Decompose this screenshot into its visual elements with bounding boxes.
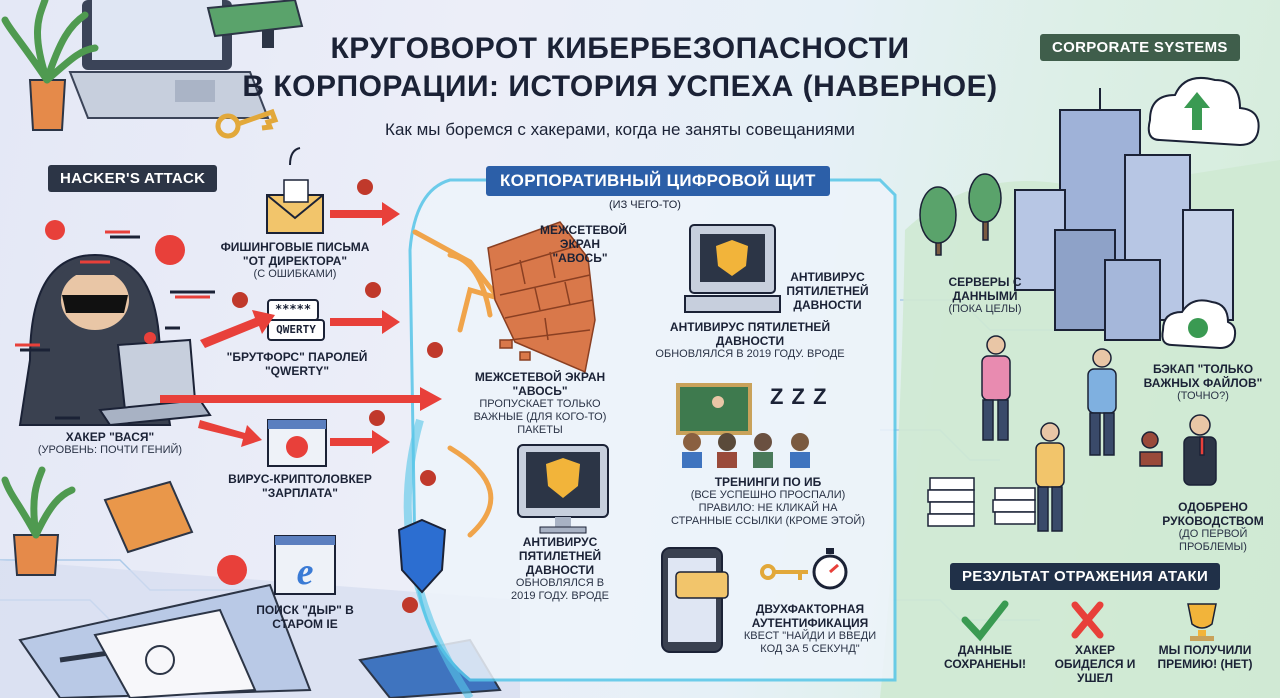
result-bonus: МЫ ПОЛУЧИЛИ ПРЕМИЮ! (НЕТ) bbox=[1157, 643, 1253, 671]
antivirus-small-label: АНТИВИРУС ПЯТИЛЕТНЕЙ ДАВНОСТИ bbox=[786, 270, 869, 312]
firewall-label: МЕЖСЕТЕВОЙ ЭКРАН "АВОСЬ" ПРОПУСКАЕТ ТОЛЬ… bbox=[455, 370, 625, 437]
hacker-section-tag: HACKER'S ATTACK bbox=[48, 165, 218, 192]
shield-note: (ИЗ ЧЕГО-ТО) bbox=[609, 199, 681, 211]
backup-title: БЭКАП "ТОЛЬКО ВАЖНЫХ ФАЙЛОВ" bbox=[1143, 362, 1263, 390]
antivirus-monitor-icon bbox=[517, 444, 609, 534]
corporate-section-tag: CORPORATE SYSTEMS bbox=[1040, 34, 1240, 61]
hacker-name: ХАКЕР "ВАСЯ" bbox=[65, 430, 155, 444]
virus-icon bbox=[45, 220, 185, 344]
twofa-title: ДВУХФАКТОРНАЯ АУТЕНТИФИКАЦИЯ bbox=[751, 602, 869, 630]
password-mask: ***** bbox=[274, 302, 312, 316]
result-section-tag: РЕЗУЛЬТАТ ОТРАЖЕНИЯ АТАКИ bbox=[950, 563, 1221, 590]
page-subtitle: Как мы боремся с хакерами, когда не заня… bbox=[385, 120, 855, 139]
page-title: КРУГОВОРОТ КИБЕРБЕЗОПАСНОСТИ В КОРПОРАЦИ… bbox=[240, 30, 1000, 106]
result-hacker-left: ХАКЕР ОБИДЕЛСЯ И УШЕЛ bbox=[1054, 643, 1136, 685]
attack-arrows bbox=[160, 202, 442, 454]
attack-virus-label: ВИРУС-КРИПТОЛОВКЕР "ЗАРПЛАТА" bbox=[228, 472, 372, 500]
approved-title: ОДОБРЕНО РУКОВОДСТВОМ bbox=[1162, 500, 1264, 528]
result-icons bbox=[961, 600, 1217, 642]
attack-phishing-label: ФИШИНГОВЫЕ ПИСЬМА "ОТ ДИРЕКТОРА" (С ОШИБ… bbox=[220, 240, 370, 281]
hacker-label: ХАКЕР "ВАСЯ" (УРОВЕНЬ: ПОЧТИ ГЕНИЙ) bbox=[30, 430, 190, 457]
approved-note: (ДО ПЕРВОЙ ПРОБЛЕМЫ) bbox=[1178, 528, 1248, 553]
firewall-title: МЕЖСЕТЕВОЙ ЭКРАН "АВОСЬ" bbox=[474, 370, 606, 398]
twofa-note: КВЕСТ "НАЙДИ И ВВЕДИ КОД ЗА 5 СЕКУНД" bbox=[743, 630, 877, 655]
antivirus-low-note: ОБНОВЛЯЛСЯ В 2019 ГОДУ. ВРОДЕ bbox=[511, 577, 609, 602]
backup-label: БЭКАП "ТОЛЬКО ВАЖНЫХ ФАЙЛОВ" (ТОЧНО?) bbox=[1138, 362, 1268, 403]
training-note: (ВСЕ УСПЕШНО ПРОСПАЛИ) ПРАВИЛО: НЕ КЛИКА… bbox=[670, 489, 865, 527]
virus-window-icon bbox=[267, 419, 327, 467]
sleep-z-icon: Z Z Z bbox=[770, 384, 828, 409]
phishing-note: (С ОШИБКАМИ) bbox=[253, 268, 337, 280]
servers-title: СЕРВЕРЫ С ДАННЫМИ bbox=[948, 275, 1022, 303]
antivirus-mid-title: АНТИВИРУС ПЯТИЛЕТНЕЙ ДАВНОСТИ bbox=[669, 320, 831, 348]
attack-ie-label: ПОИСК "ДЫР" В СТАРОМ IE bbox=[256, 603, 354, 631]
laptop-illustration bbox=[68, 0, 270, 119]
tree-icon bbox=[919, 173, 1002, 256]
office-buildings bbox=[1014, 88, 1234, 341]
servers-note: (ПОКА ЦЕЛЫ) bbox=[948, 303, 1022, 315]
antivirus-mid-note: ОБНОВЛЯЛСЯ В 2019 ГОДУ. ВРОДЕ bbox=[655, 348, 845, 360]
password-value: QWERTY bbox=[276, 323, 316, 336]
antivirus-mid-label: АНТИВИРУС ПЯТИЛЕТНЕЙ ДАВНОСТИ ОБНОВЛЯЛСЯ… bbox=[655, 320, 845, 361]
plant-icon bbox=[1, 0, 99, 131]
title-line-2: В КОРПОРАЦИИ: ИСТОРИЯ УСПЕХА (НАВЕРНОЕ) bbox=[242, 70, 998, 103]
twofa-label: ДВУХФАКТОРНАЯ АУТЕНТИФИКАЦИЯ КВЕСТ "НАЙД… bbox=[740, 602, 880, 656]
password-icon bbox=[267, 299, 325, 341]
servers-label: СЕРВЕРЫ С ДАННЫМИ (ПОКА ЦЕЛЫ) bbox=[935, 275, 1035, 316]
approved-label: ОДОБРЕНО РУКОВОДСТВОМ (ДО ПЕРВОЙ ПРОБЛЕМ… bbox=[1148, 500, 1278, 554]
shield-icon bbox=[397, 518, 447, 594]
backup-cloud-icon bbox=[1161, 299, 1237, 350]
phone-icon bbox=[661, 547, 729, 653]
antivirus-computer-icon bbox=[684, 224, 781, 313]
firewall-note: ПРОПУСКАЕТ ТОЛЬКО ВАЖНЫЕ (ДЛЯ КОГО-ТО) П… bbox=[473, 398, 607, 436]
hacker-level: (УРОВЕНЬ: ПОЧТИ ГЕНИЙ) bbox=[37, 444, 183, 456]
svg-text:e: e bbox=[297, 551, 314, 593]
antivirus-low-title: АНТИВИРУС ПЯТИЛЕТНЕЙ ДАВНОСТИ bbox=[518, 535, 602, 577]
hacker-figure bbox=[18, 253, 212, 427]
title-line-1: КРУГОВОРОТ КИБЕРБЕЗОПАСНОСТИ bbox=[330, 32, 910, 65]
firewall-bricks bbox=[487, 221, 596, 374]
phishing-title: ФИШИНГОВЫЕ ПИСЬМА "ОТ ДИРЕКТОРА" bbox=[220, 240, 370, 268]
training-label: ТРЕНИНГИ ПО ИБ (ВСЕ УСПЕШНО ПРОСПАЛИ) ПР… bbox=[668, 475, 868, 528]
stamp-icon bbox=[1139, 431, 1163, 467]
envelope-icon bbox=[266, 147, 324, 234]
backup-note: (ТОЧНО?) bbox=[1177, 390, 1229, 402]
training-board-icon bbox=[676, 383, 810, 468]
result-data-saved: ДАННЫЕ СОХРАНЕНЫ! bbox=[944, 643, 1026, 671]
attack-brute-label: "БРУТФОРС" ПАРОЛЕЙ "QWERTY" bbox=[226, 350, 368, 378]
training-title: ТРЕНИНГИ ПО ИБ bbox=[714, 475, 822, 489]
cloud-icon bbox=[1147, 76, 1260, 147]
ie-browser-icon: e bbox=[274, 535, 336, 595]
employee-figures bbox=[981, 335, 1217, 532]
firewall-top-label: МЕЖСЕТЕВОЙ ЭКРАН "АВОСЬ" bbox=[540, 223, 627, 265]
antivirus-low-label: АНТИВИРУС ПЯТИЛЕТНЕЙ ДАВНОСТИ ОБНОВЛЯЛСЯ… bbox=[510, 535, 610, 603]
shield-section-tag: КОРПОРАТИВНЫЙ ЦИФРОВОЙ ЩИТ bbox=[486, 166, 830, 196]
key-icon bbox=[215, 108, 279, 139]
